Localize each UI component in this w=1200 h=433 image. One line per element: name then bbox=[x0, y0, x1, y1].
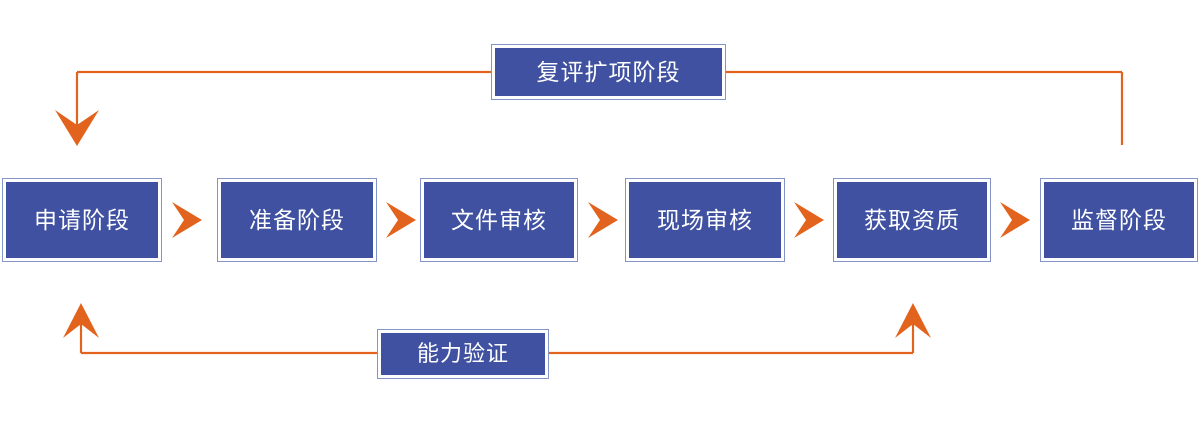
stage-box-supervision[interactable]: 监督阶段 bbox=[1040, 178, 1198, 262]
chevron-right-icon-2 bbox=[384, 200, 418, 240]
stage-label-application: 申请阶段 bbox=[34, 206, 130, 233]
stage-box-fill: 监督阶段 bbox=[1044, 182, 1194, 258]
chevron-right-icon-4 bbox=[792, 200, 826, 240]
stage-label-document-review: 文件审核 bbox=[451, 206, 547, 233]
stage-box-obtain-qualification[interactable]: 获取资质 bbox=[833, 178, 991, 262]
stage-box-fill: 能力验证 bbox=[381, 333, 545, 375]
stage-box-fill: 复评扩项阶段 bbox=[495, 48, 722, 96]
stage-box-fill: 现场审核 bbox=[629, 182, 781, 258]
stage-box-fill: 文件审核 bbox=[424, 182, 574, 258]
stage-box-fill: 申请阶段 bbox=[6, 182, 158, 258]
stage-label-supervision: 监督阶段 bbox=[1071, 206, 1167, 233]
stage-label-obtain-qualification: 获取资质 bbox=[864, 206, 960, 233]
stage-label-reassessment: 复评扩项阶段 bbox=[536, 58, 681, 85]
stage-box-document-review[interactable]: 文件审核 bbox=[420, 178, 578, 262]
arrowhead-up-right bbox=[895, 303, 931, 338]
stage-box-fill: 准备阶段 bbox=[221, 182, 373, 258]
stage-label-onsite-audit: 现场审核 bbox=[657, 206, 753, 233]
chevron-right-icon-1 bbox=[170, 200, 204, 240]
stage-box-fill: 获取资质 bbox=[837, 182, 987, 258]
stage-box-proficiency-testing[interactable]: 能力验证 bbox=[377, 329, 549, 379]
chevron-right-icon-3 bbox=[586, 200, 620, 240]
stage-box-onsite-audit[interactable]: 现场审核 bbox=[625, 178, 785, 262]
stage-box-preparation[interactable]: 准备阶段 bbox=[217, 178, 377, 262]
arrowhead-down-left bbox=[55, 110, 99, 146]
chevron-right-icon-5 bbox=[998, 200, 1032, 240]
arrowhead-up-left bbox=[63, 303, 99, 338]
stage-label-proficiency-testing: 能力验证 bbox=[416, 341, 509, 366]
stage-box-application[interactable]: 申请阶段 bbox=[2, 178, 162, 262]
stage-box-reassessment[interactable]: 复评扩项阶段 bbox=[491, 44, 726, 100]
stage-label-preparation: 准备阶段 bbox=[249, 206, 345, 233]
